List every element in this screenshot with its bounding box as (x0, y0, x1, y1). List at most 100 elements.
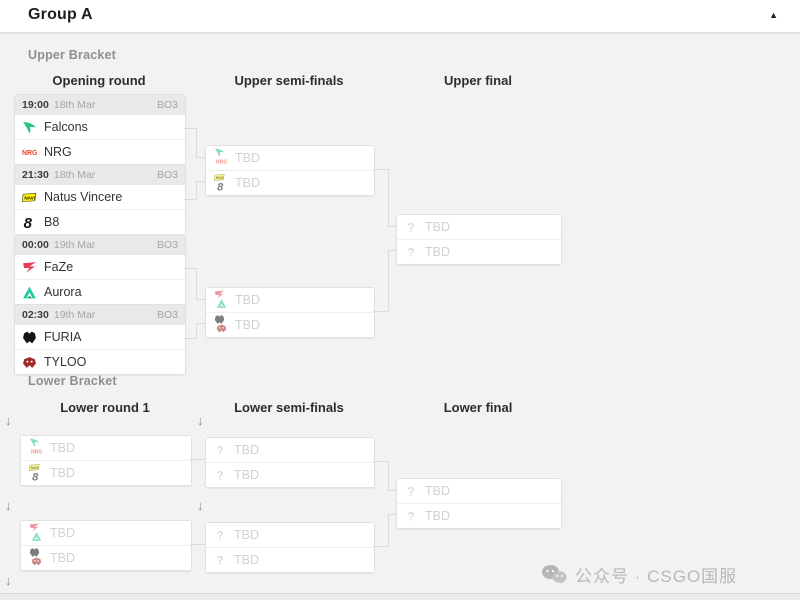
possible-teams-logos (213, 290, 229, 308)
tbd-label: TBD (50, 551, 75, 565)
drop-down-arrow-icon: ↓ (5, 413, 12, 428)
tbd-match-box[interactable]: ?TBD?TBD (205, 522, 375, 573)
svg-text:8: 8 (217, 181, 224, 192)
tbd-slot-row: ?TBD (206, 523, 374, 547)
collapse-caret-icon[interactable]: ▲ (769, 10, 778, 20)
tbd-label: TBD (425, 245, 450, 259)
navi-logo-icon: NAVI (29, 462, 40, 473)
column-header-upper-semi-finals: Upper semi-finals (234, 73, 344, 88)
tbd-label: TBD (50, 441, 75, 455)
watermark: 公众号 · CSGO国服 (541, 562, 737, 587)
column-header-upper-final: Upper final (444, 73, 512, 88)
tbd-slot-row: ? TBD (397, 503, 561, 528)
possible-teams-logos (28, 548, 44, 566)
tbd-label: TBD (235, 318, 260, 332)
tbd-label: TBD (234, 443, 259, 457)
tbd-slot-row: ?TBD (206, 462, 374, 487)
bracket-connector (373, 311, 388, 312)
bracket-connector (196, 181, 205, 182)
team-row: Aurora (15, 279, 185, 304)
tbd-match-box[interactable]: TBD TBD (20, 520, 192, 571)
bracket-connector (388, 250, 396, 251)
tbd-slot-row: TBD (21, 521, 191, 545)
tbd-label: TBD (234, 468, 259, 482)
bracket-connector (388, 461, 389, 490)
match-date: 18th Mar (53, 169, 96, 181)
match-date: 19th Mar (53, 309, 96, 321)
bracket-connector (196, 323, 197, 338)
faze-logo-icon (22, 260, 37, 275)
match-time: 00:00 (22, 239, 49, 251)
bracket-connector (196, 299, 205, 300)
b8-logo-icon: 8 (22, 215, 37, 230)
drop-down-arrow-icon: ↓ (5, 573, 12, 588)
tyloo-logo-icon (216, 323, 227, 334)
drop-down-arrow-icon: ↓ (197, 413, 204, 428)
column-header-lower-semi-finals: Lower semi-finals (234, 400, 344, 415)
possible-teams-logos: NRG (213, 147, 229, 166)
team-row: Falcons (15, 115, 185, 139)
group-title: Group A (28, 6, 93, 23)
question-mark-icon: ? (404, 245, 418, 260)
possible-teams-logos (213, 315, 229, 334)
tbd-label: TBD (234, 553, 259, 567)
bracket-connector (196, 268, 197, 299)
bracket-connector (388, 250, 389, 311)
svg-text:?: ? (407, 485, 414, 499)
question-mark-icon: ? (404, 484, 418, 499)
falcons-logo-icon (214, 147, 225, 158)
bracket-connector (388, 490, 396, 491)
tbd-slot-row: TBD (206, 312, 374, 337)
tbd-label: TBD (235, 151, 260, 165)
bracket-connector (388, 169, 389, 226)
nrg-logo-icon: NRG (22, 145, 37, 160)
possible-teams-logos (28, 523, 44, 542)
aurora-logo-icon (31, 531, 42, 542)
svg-text:NRG: NRG (216, 159, 227, 165)
tbd-match-box[interactable]: ?TBD?TBD (205, 437, 375, 488)
b8-logo-icon: 8 (31, 471, 42, 482)
question-mark-icon: ? (404, 220, 418, 235)
match-time: 19:00 (22, 99, 49, 111)
tbd-label: TBD (50, 466, 75, 480)
question-mark-icon: ? (213, 443, 227, 458)
group-header[interactable]: Group A ▲ (0, 0, 800, 34)
lower-bracket-label: Lower Bracket (28, 374, 117, 388)
team-row: FURIA (15, 325, 185, 349)
possible-teams-logos: NRG (28, 437, 44, 456)
bracket-connector (373, 461, 388, 462)
match-date: 19th Mar (53, 239, 96, 251)
team-name: TYLOO (44, 355, 87, 369)
svg-text:?: ? (216, 444, 223, 458)
tbd-slot-row: ? TBD (206, 438, 374, 462)
bracket-connector (184, 338, 196, 339)
furia-logo-icon (22, 330, 37, 345)
question-mark-icon: ? (404, 509, 418, 524)
tbd-match-box[interactable]: ? TBD? TBD (396, 214, 562, 265)
tbd-label: TBD (425, 220, 450, 234)
tbd-label: TBD (425, 509, 450, 523)
drop-down-arrow-icon: ↓ (197, 498, 204, 513)
svg-text:8: 8 (32, 471, 39, 482)
question-mark-icon: ? (213, 528, 227, 543)
falcons-logo-icon (29, 437, 40, 448)
bracket-connector (196, 323, 205, 324)
tbd-match-box[interactable]: ? TBD? TBD (396, 478, 562, 529)
bracket-connector (373, 169, 388, 170)
match-format-badge: BO3 (156, 169, 178, 181)
page-bottom-edge (0, 593, 800, 600)
